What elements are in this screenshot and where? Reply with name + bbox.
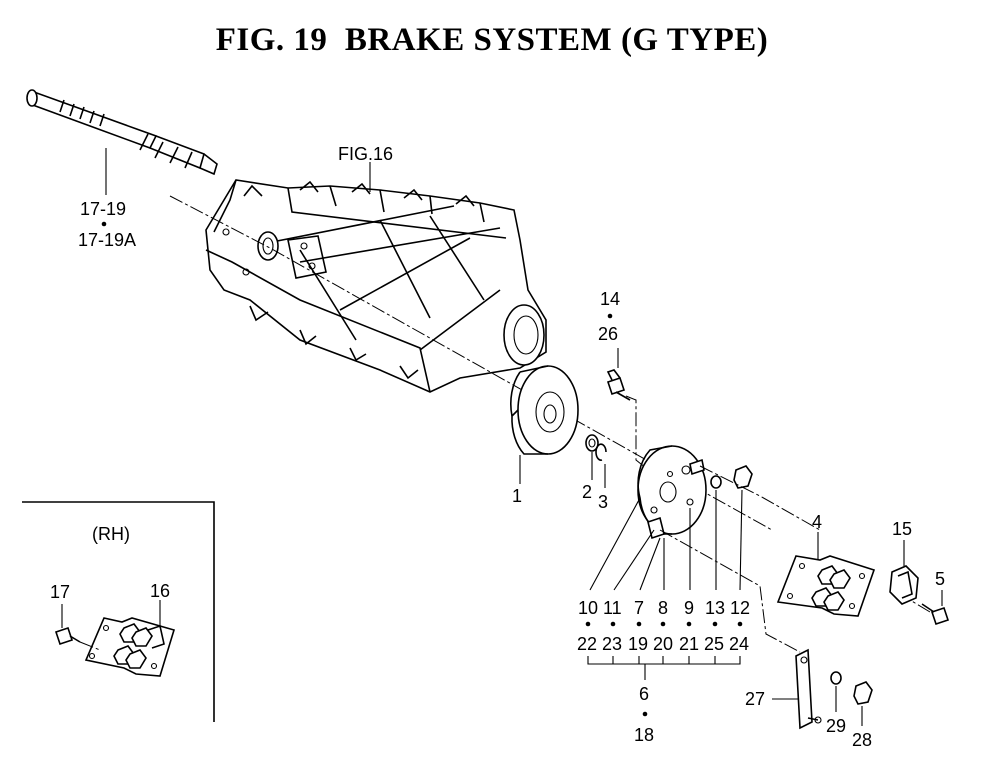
brake-backing-plate bbox=[637, 445, 707, 540]
callout-4: 4 bbox=[812, 512, 822, 532]
fig16-ref: FIG.16 bbox=[338, 144, 393, 164]
callout-5: 5 bbox=[935, 569, 945, 589]
kit-bottom-1: 23 bbox=[602, 634, 622, 654]
callout-3: 3 bbox=[598, 492, 608, 512]
callout-1: 1 bbox=[512, 486, 522, 506]
callout-16: 16 bbox=[150, 581, 170, 601]
callout-27: 27 bbox=[745, 689, 765, 709]
callout-29: 29 bbox=[826, 716, 846, 736]
callout-26: 26 bbox=[598, 324, 618, 344]
kit-bottom-3: 20 bbox=[653, 634, 673, 654]
washer-29 bbox=[830, 671, 842, 685]
washer-13 bbox=[710, 475, 722, 489]
shaft-ref-b: 17-19A bbox=[78, 230, 136, 250]
callout-15: 15 bbox=[892, 519, 912, 539]
kit-top-5: 13 bbox=[705, 598, 725, 618]
axle-shaft bbox=[26, 89, 218, 176]
axis-centerline bbox=[169, 195, 773, 531]
kit-top-4: 9 bbox=[684, 598, 694, 618]
washer bbox=[585, 434, 599, 452]
kit-bottom-6: 24 bbox=[729, 634, 749, 654]
clip-15 bbox=[889, 565, 919, 605]
bolt-14 bbox=[606, 369, 631, 401]
rh-bracket-plate bbox=[84, 617, 176, 677]
kit-bracket bbox=[587, 656, 741, 680]
nut-28 bbox=[853, 681, 873, 705]
snap-ring bbox=[595, 443, 607, 461]
nut-12 bbox=[733, 465, 753, 489]
kit-top-2: 7 bbox=[634, 598, 644, 618]
callout-14: 14 bbox=[600, 289, 620, 309]
ref-separator-dot bbox=[101, 221, 107, 227]
kit-bottom-4: 21 bbox=[679, 634, 699, 654]
kit-bottom-5: 25 bbox=[704, 634, 724, 654]
inset-frame bbox=[22, 501, 215, 722]
bracket-plate bbox=[776, 555, 876, 617]
figure-title: FIG. 19 BRAKE SYSTEM (G TYPE) bbox=[215, 22, 769, 58]
callout-6: 6 bbox=[639, 684, 649, 704]
brake-drum bbox=[510, 365, 579, 455]
kit-top-6: 12 bbox=[730, 598, 750, 618]
kit-bottom-2: 19 bbox=[628, 634, 648, 654]
kit-bottom-0: 22 bbox=[577, 634, 597, 654]
kit-top-0: 10 bbox=[578, 598, 598, 618]
kit-top-1: 11 bbox=[603, 598, 622, 618]
transmission-case bbox=[205, 179, 547, 393]
callout-17: 17 bbox=[50, 582, 70, 602]
callout-28: 28 bbox=[852, 730, 872, 750]
rh-bolt bbox=[54, 626, 81, 646]
lever-27 bbox=[795, 648, 822, 730]
callout-2: 2 bbox=[582, 482, 592, 502]
kit-top-3: 8 bbox=[658, 598, 668, 618]
callout-18: 18 bbox=[634, 725, 654, 745]
inset-label: (RH) bbox=[92, 524, 130, 544]
bolt-5 bbox=[921, 603, 950, 626]
shaft-ref-a: 17-19 bbox=[80, 199, 126, 219]
